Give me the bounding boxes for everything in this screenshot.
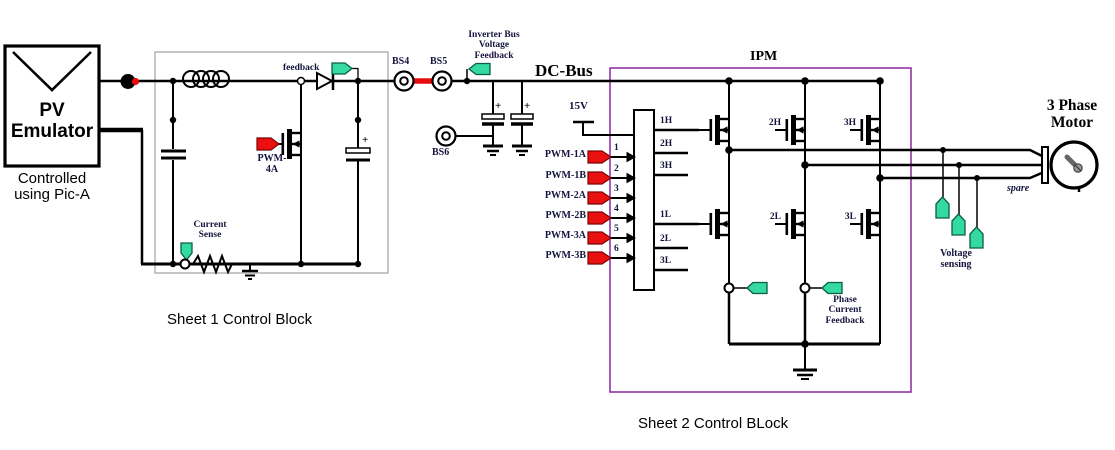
bs4-socket-icon xyxy=(393,70,415,92)
phase1-wire xyxy=(729,148,1045,159)
sheet2-caption: Sheet 2 Control BLock xyxy=(638,415,789,432)
out-3l-label: 3L xyxy=(660,256,672,266)
cap1-plus-sign: + xyxy=(495,100,502,112)
fet-1h-icon xyxy=(697,113,731,147)
fet-3h-label: 3H xyxy=(843,118,856,128)
green-feedback-tags xyxy=(180,62,984,295)
fet-3l-label: 3L xyxy=(844,212,856,222)
motor-symbol xyxy=(1041,140,1099,190)
supply-15v-label: 15V xyxy=(569,100,588,112)
bs6-socket-icon xyxy=(435,125,457,147)
pin-5-label: 5 xyxy=(614,224,619,234)
pwm-1a-label: PWM-1A xyxy=(544,149,586,160)
bus-feedback-tag-icon xyxy=(467,62,491,76)
current-sense-node-icon xyxy=(179,258,191,270)
boost-pwm-label: PWM-4A xyxy=(257,153,287,175)
gate-driver-block xyxy=(633,109,655,291)
pin-2-label: 2 xyxy=(614,164,619,174)
sheet1-boundary-box xyxy=(154,51,389,274)
vsense1-probe-icon xyxy=(935,196,950,219)
bs5-socket-icon xyxy=(431,70,453,92)
ground-icon-cap1 xyxy=(483,144,503,156)
boost-drain-node-icon xyxy=(296,76,306,86)
pv-plug-icon xyxy=(120,74,140,89)
phase3-wire xyxy=(880,170,1045,180)
pwm-2b-label: PWM-2B xyxy=(545,210,586,221)
feedback-tag-lead xyxy=(352,67,359,79)
pin-1-label: 1 xyxy=(614,143,619,153)
pwm-1b-tag-icon xyxy=(587,171,613,185)
dc-link-capacitor2-icon xyxy=(510,113,534,126)
fet-2l-label: 2L xyxy=(769,212,781,222)
dc-link-capacitor1-icon xyxy=(481,113,505,126)
pwm-2a-tag-icon xyxy=(587,191,613,205)
spare-label: spare xyxy=(1007,183,1030,194)
pwm-3b-tag-icon xyxy=(587,251,613,265)
cap-plus-sign: + xyxy=(362,134,369,146)
ground-icon-cap2 xyxy=(512,144,532,156)
boost-diode-icon xyxy=(316,71,335,91)
pin-4-label: 4 xyxy=(614,204,619,214)
fet-2h-label: 2H xyxy=(768,118,781,128)
pwm-3a-label: PWM-3A xyxy=(544,230,586,241)
vsense3-probe-icon xyxy=(969,226,984,249)
out-3h-label: 3H xyxy=(660,161,673,171)
ground-icon-ipm xyxy=(793,368,817,380)
ipm-title: IPM xyxy=(750,49,778,64)
pwm-1a-tag-icon xyxy=(587,150,613,164)
motor-screw-icon xyxy=(1064,154,1078,168)
cap2-plus-sign: + xyxy=(524,100,531,112)
pwm-3a-tag-icon xyxy=(587,231,613,245)
pwm-2a-label: PWM-2A xyxy=(544,190,586,201)
pwm-1b-label: PWM-1B xyxy=(545,170,586,181)
phase1-sense-node-icon xyxy=(723,282,735,294)
boost-inductor-icon xyxy=(182,70,230,88)
input-capacitor-icon xyxy=(161,149,186,160)
red-pwm-tags xyxy=(256,137,613,265)
phase2-sense-node-icon xyxy=(799,282,811,294)
current-sense-resistor-icon xyxy=(192,253,233,275)
pwm-4a-tag-icon xyxy=(256,137,280,151)
out-1l-label: 1L xyxy=(660,210,672,220)
pin-6-label: 6 xyxy=(614,244,619,254)
boost-feedback-tag-icon xyxy=(331,62,354,75)
pin-3-label: 3 xyxy=(614,184,619,194)
dc-bus-label: DC-Bus xyxy=(535,61,593,80)
boost-output-capacitor-icon xyxy=(345,147,371,162)
feedback-label: feedback xyxy=(283,63,320,73)
pv-emulator-symbol xyxy=(3,44,101,168)
phase2-current-tag-icon xyxy=(821,281,843,295)
bs4-label: BS4 xyxy=(392,56,410,67)
pwm-input-arrows xyxy=(611,151,637,264)
sheet1-caption: Sheet 1 Control Block xyxy=(167,311,313,328)
vsense2-probe-icon xyxy=(951,213,966,236)
bs6-label: BS6 xyxy=(432,147,450,158)
fet-1l-icon xyxy=(697,207,731,241)
current-sense-tag-icon xyxy=(180,242,193,262)
wires xyxy=(99,67,1081,370)
bs5-label: BS5 xyxy=(430,56,448,67)
pv-chevron-icon xyxy=(12,51,92,92)
out-1h-label: 1H xyxy=(660,116,673,126)
motor-terminal-block xyxy=(1041,146,1049,184)
out-2h-label: 2H xyxy=(660,139,673,149)
pwm-2b-tag-icon xyxy=(587,211,613,225)
phase1-current-tag-icon xyxy=(746,281,768,295)
pwm-3b-label: PWM-3B xyxy=(545,250,586,261)
junction-dots xyxy=(169,77,980,348)
ground-icon-sheet1 xyxy=(242,269,258,280)
ipm-boundary-box xyxy=(609,67,912,393)
out-2l-label: 2L xyxy=(660,234,672,244)
